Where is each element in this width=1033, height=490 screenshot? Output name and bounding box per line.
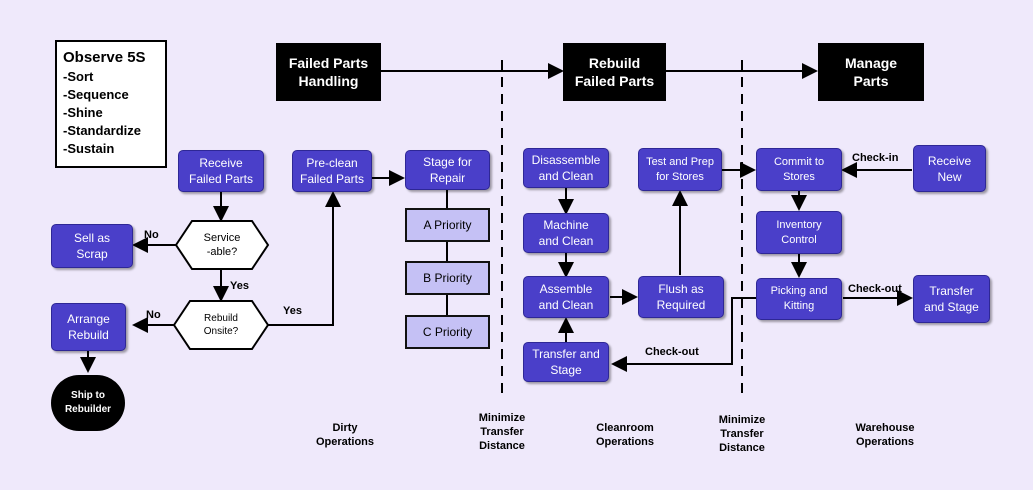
node-receive-new: Receive New	[913, 145, 986, 192]
node-ship-to-rebuilder: Ship to Rebuilder	[51, 375, 125, 431]
node-test-prep: Test and Prep for Stores	[638, 148, 722, 191]
header-rebuild-failed-parts: Rebuild Failed Parts	[563, 43, 666, 101]
5s-item-sort: -Sort	[63, 69, 94, 84]
node-arrange-rebuild: Arrange Rebuild	[51, 303, 126, 351]
node-commit-stores: Commit to Stores	[756, 148, 842, 191]
edge-label-checkin: Check-in	[852, 152, 899, 164]
node-disassemble-clean: Disassemble and Clean	[523, 148, 609, 188]
decision-serviceable-shape	[174, 220, 270, 270]
edge-label-yes-onsite: Yes	[283, 305, 302, 317]
node-receive-failed-parts: Receive Failed Parts	[178, 150, 264, 192]
edge-label-checkout-warehouse: Check-out	[848, 283, 902, 295]
edge-label-no-rebuild: No	[146, 309, 161, 321]
zone-label-warehouse: Warehouse Operations	[855, 422, 915, 448]
zone-label-minimize-1: Minimize Transfer Distance	[478, 412, 526, 452]
decision-serviceable: Service -able?	[203, 232, 241, 258]
node-preclean: Pre-clean Failed Parts	[292, 150, 372, 192]
edge-label-yes-serviceable: Yes	[230, 280, 249, 292]
node-assemble-clean: Assemble and Clean	[523, 276, 609, 318]
5s-item-sustain: -Sustain	[63, 141, 115, 156]
node-c-priority: C Priority	[405, 315, 490, 349]
header-manage-parts: Manage Parts	[818, 43, 924, 101]
edge-label-checkout-cleanroom: Check-out	[645, 346, 699, 358]
arrow-picking-to-cleanroom-transfer	[611, 297, 756, 372]
5s-item-standardize: -Standardize	[63, 123, 142, 138]
node-sell-as-scrap: Sell as Scrap	[51, 224, 133, 268]
decision-rebuild-onsite: Rebuild Onsite?	[203, 313, 239, 337]
arrow-onsite-to-preclean	[268, 191, 341, 326]
node-machine-clean: Machine and Clean	[523, 213, 609, 253]
node-inventory-control: Inventory Control	[756, 211, 842, 254]
5s-item-sequence: -Sequence	[63, 87, 129, 102]
zone-label-minimize-2: Minimize Transfer Distance	[718, 414, 766, 454]
decision-rebuild-onsite-shape	[172, 300, 270, 350]
node-picking-kitting: Picking and Kitting	[756, 278, 842, 320]
zone-label-cleanroom: Cleanroom Operations	[595, 422, 655, 448]
node-a-priority: A Priority	[405, 208, 490, 242]
node-b-priority: B Priority	[405, 261, 490, 295]
node-transfer-stage-cleanroom: Transfer and Stage	[523, 342, 609, 382]
node-flush: Flush as Required	[638, 276, 724, 318]
node-transfer-stage-warehouse: Transfer and Stage	[913, 275, 990, 323]
5s-item-shine: -Shine	[63, 105, 103, 120]
observe-5s-title: Observe 5S	[63, 49, 146, 66]
header-failed-parts-handling: Failed Parts Handling	[276, 43, 381, 101]
node-stage-for-repair: Stage for Repair	[405, 150, 490, 190]
zone-label-dirty: Dirty Operations	[315, 422, 375, 448]
observe-5s-box: Observe 5S -Sort -Sequence -Shine -Stand…	[55, 40, 167, 168]
edge-label-no-scrap: No	[144, 229, 159, 241]
